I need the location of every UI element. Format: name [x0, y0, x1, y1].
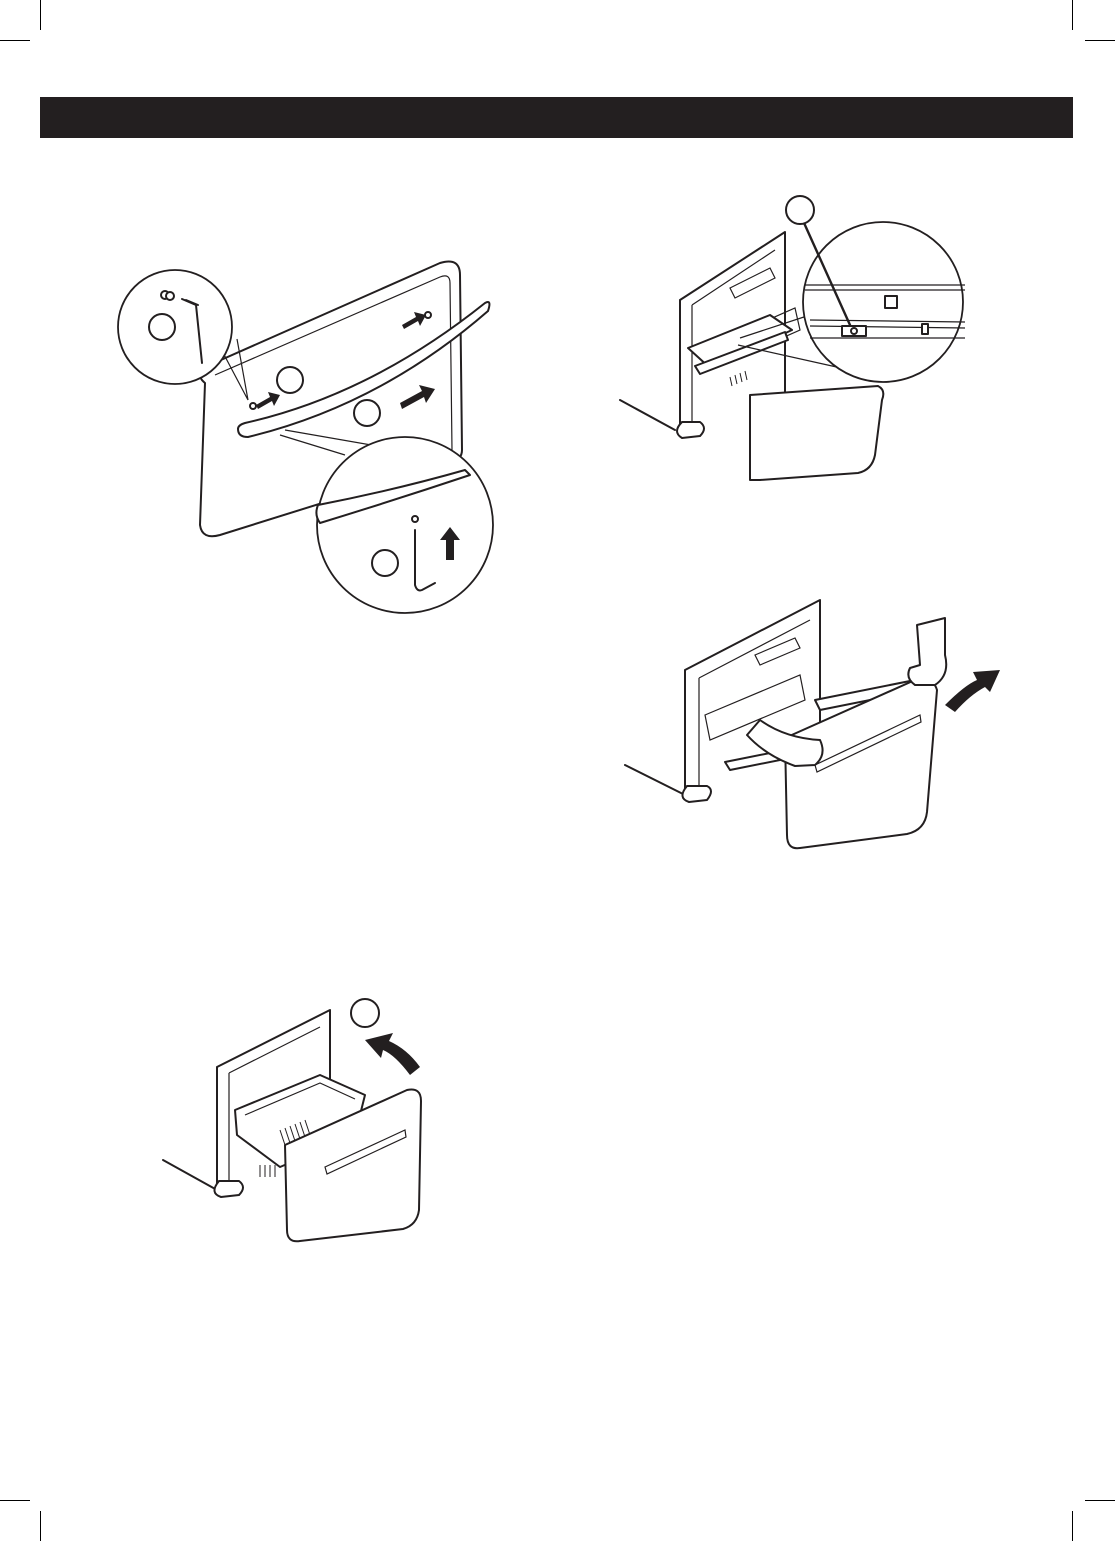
callout-circle — [277, 367, 303, 393]
crop-mark — [1085, 1500, 1115, 1501]
screw-icon — [250, 403, 256, 409]
screw-icon — [161, 291, 174, 300]
drawer-front — [750, 386, 883, 480]
detail-callout — [803, 222, 963, 382]
figure-drawer-removal-hands — [615, 590, 1015, 855]
crop-mark — [1085, 40, 1115, 41]
detail-callout — [317, 437, 493, 613]
section-header-bar — [40, 97, 1073, 138]
crop-mark — [1072, 0, 1073, 30]
callout-circle — [149, 314, 175, 340]
figure-basket-removal — [155, 995, 445, 1245]
crop-mark — [0, 1500, 30, 1501]
crop-mark — [40, 1511, 41, 1541]
figure-handle-installation — [110, 255, 510, 615]
arrow-icon — [945, 670, 1000, 712]
callout-circle — [372, 550, 398, 576]
crop-mark — [40, 0, 41, 30]
arrow-icon — [365, 1033, 420, 1075]
hand-right — [908, 618, 946, 685]
crop-mark — [0, 40, 30, 41]
figure-drawer-rail-detail — [610, 190, 970, 490]
screw-icon — [425, 312, 431, 318]
callout-circle — [351, 999, 379, 1027]
callout-circle — [786, 196, 814, 224]
crop-mark — [1072, 1511, 1073, 1541]
callout-circle — [354, 400, 380, 426]
